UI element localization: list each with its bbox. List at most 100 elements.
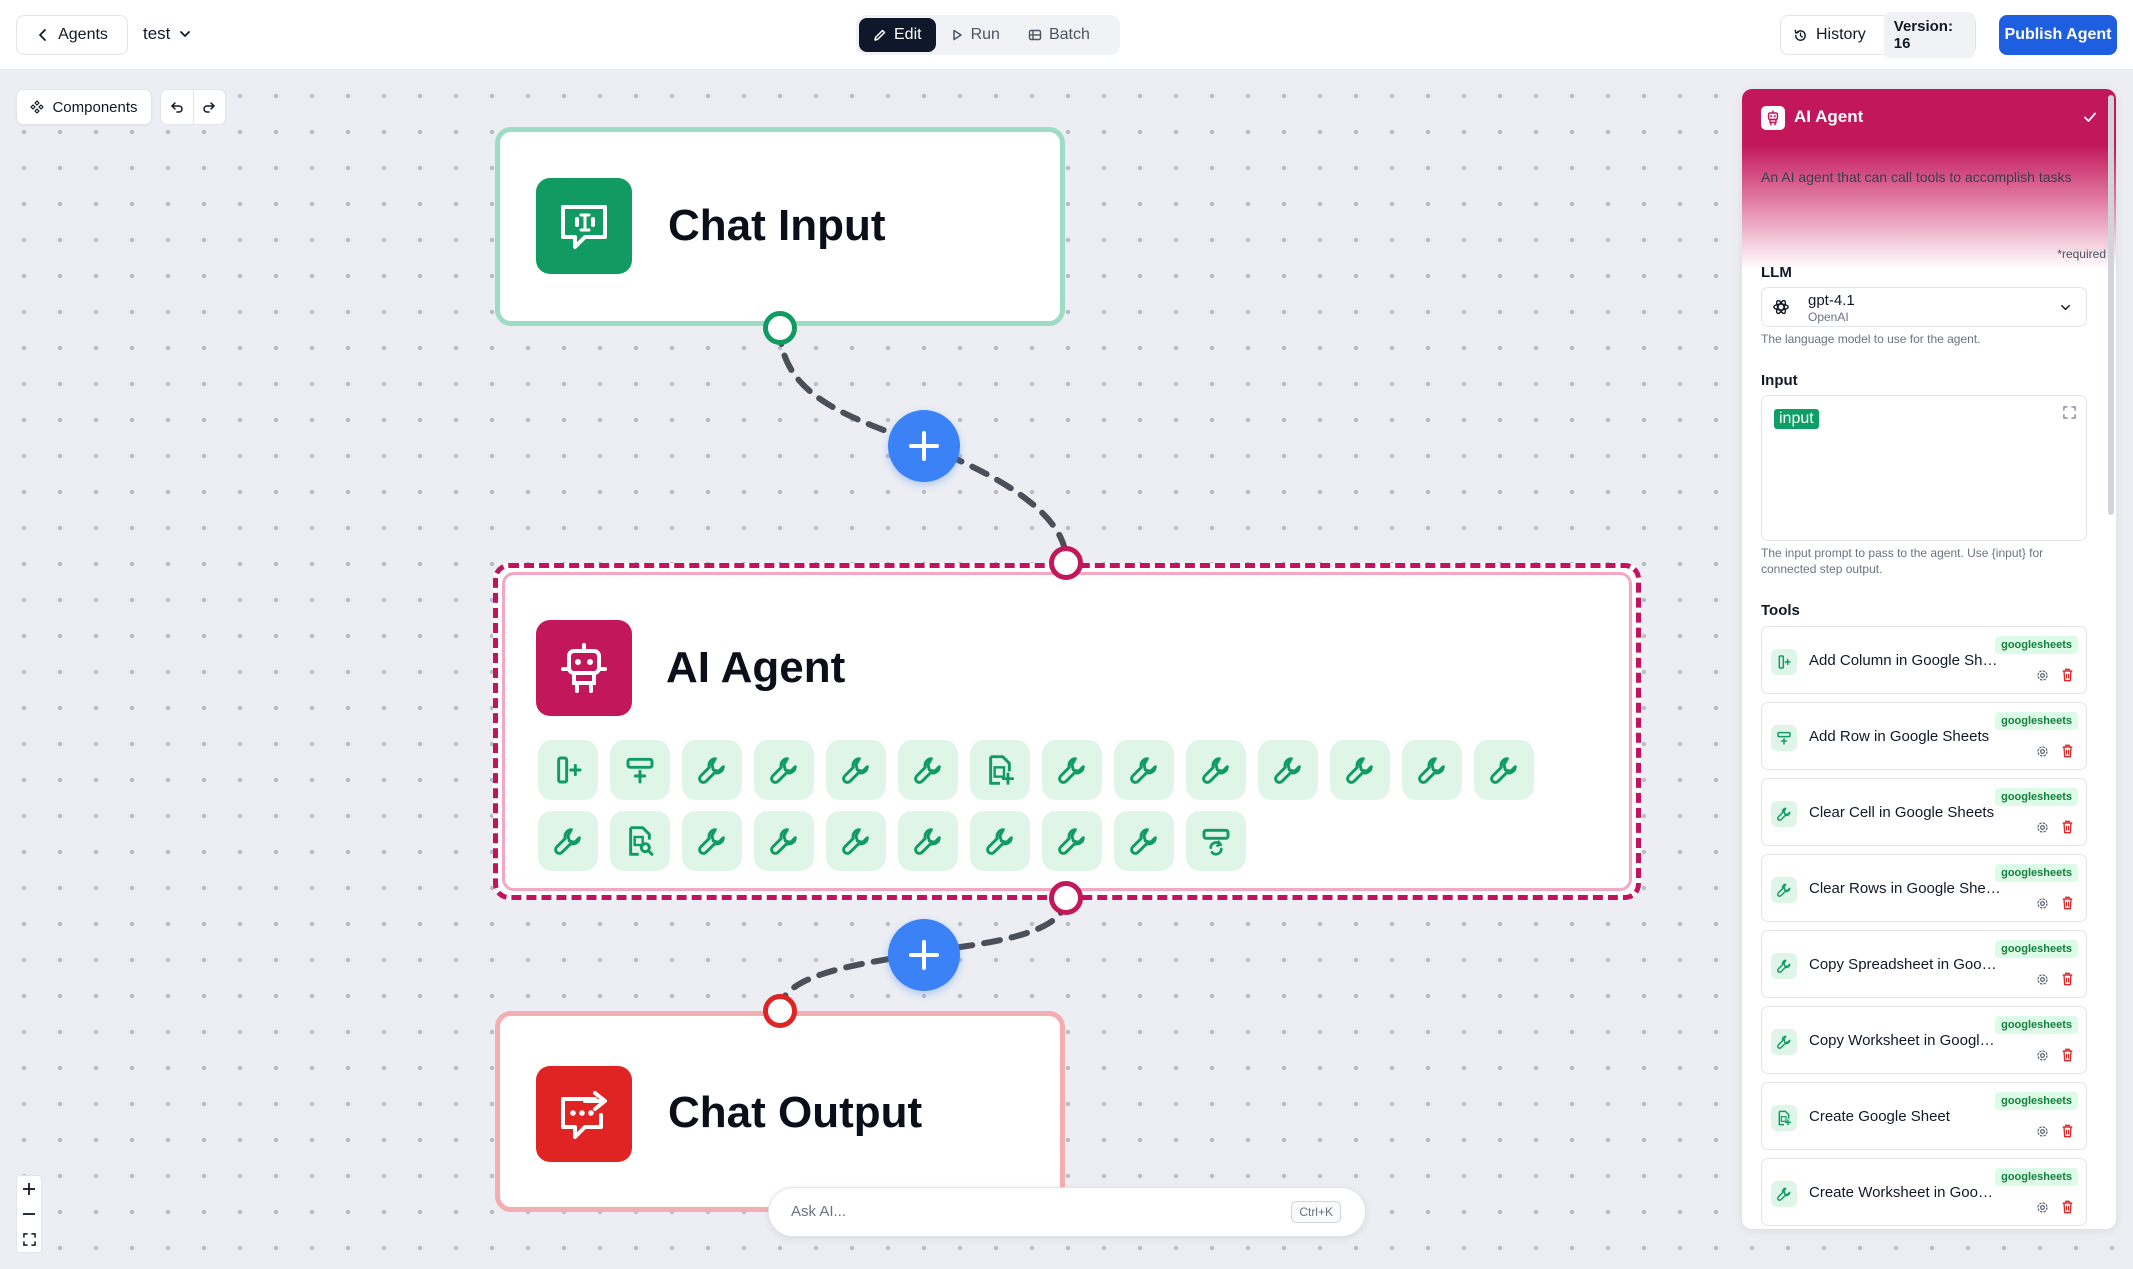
agent-tool-chip[interactable] xyxy=(1402,740,1462,800)
chevron-left-icon xyxy=(36,28,50,42)
tool-settings-button[interactable] xyxy=(2036,1125,2049,1138)
redo-button[interactable] xyxy=(194,90,226,124)
node-ai-agent[interactable]: AI Agent xyxy=(493,563,1641,900)
tool-card[interactable]: Copy Spreadsheet in Google Sheetsgoogles… xyxy=(1761,930,2087,998)
tab-run[interactable]: Run xyxy=(936,18,1014,52)
trash-icon xyxy=(2061,896,2074,910)
agent-tool-chip[interactable] xyxy=(898,740,958,800)
add-step-button[interactable] xyxy=(888,919,960,991)
wrench-icon xyxy=(768,754,800,786)
chat-input-icon xyxy=(536,178,632,274)
mode-tabs: Edit Run Batch xyxy=(856,15,1120,55)
node-chat-output[interactable]: Chat Output xyxy=(495,1011,1065,1212)
back-to-agents-button[interactable]: Agents xyxy=(16,15,128,55)
history-label: History xyxy=(1816,26,1866,43)
tool-delete-button[interactable] xyxy=(2061,820,2074,834)
chat-input-output-port[interactable] xyxy=(763,311,797,345)
input-variable-token[interactable]: input xyxy=(1774,409,1819,429)
agent-tool-chip[interactable] xyxy=(1042,740,1102,800)
node-title: Chat Input xyxy=(668,201,886,250)
input-prompt-field[interactable]: input xyxy=(1761,395,2087,541)
tool-delete-button[interactable] xyxy=(2061,1048,2074,1062)
tool-delete-button[interactable] xyxy=(2061,896,2074,910)
create-sheet-icon xyxy=(984,754,1016,786)
agent-tool-chip[interactable] xyxy=(826,811,886,871)
tool-card-label: Clear Rows in Google Sheets xyxy=(1809,880,2001,897)
agent-tool-chip[interactable] xyxy=(538,811,598,871)
agent-tool-chip[interactable] xyxy=(682,811,742,871)
tool-card[interactable]: Create Worksheet in Google Sheetsgoogles… xyxy=(1761,1158,2087,1226)
wrench-icon xyxy=(1771,877,1797,903)
zoom-in-button[interactable] xyxy=(17,1176,41,1201)
check-icon xyxy=(2082,109,2098,125)
tool-delete-button[interactable] xyxy=(2061,1124,2074,1138)
zoom-out-button[interactable] xyxy=(17,1201,41,1226)
agent-tool-chip[interactable] xyxy=(754,811,814,871)
tool-provider-badge: googlesheets xyxy=(1995,1092,2078,1110)
agent-tool-chip[interactable] xyxy=(1114,811,1174,871)
fit-view-button[interactable] xyxy=(17,1227,41,1252)
publish-agent-button[interactable]: Publish Agent xyxy=(1999,15,2117,55)
agent-tool-chip[interactable] xyxy=(1330,740,1390,800)
agent-tool-chip[interactable] xyxy=(1186,811,1246,871)
tool-settings-button[interactable] xyxy=(2036,973,2049,986)
tool-settings-button[interactable] xyxy=(2036,897,2049,910)
agent-tool-chip[interactable] xyxy=(754,740,814,800)
tool-delete-button[interactable] xyxy=(2061,1200,2074,1214)
agent-tool-chip[interactable] xyxy=(682,740,742,800)
find-sheet-icon xyxy=(624,825,656,857)
tool-settings-button[interactable] xyxy=(2036,821,2049,834)
undo-button[interactable] xyxy=(161,90,194,124)
ai-agent-output-port[interactable] xyxy=(1049,881,1083,915)
agent-tool-chip[interactable] xyxy=(898,811,958,871)
tool-settings-button[interactable] xyxy=(2036,1201,2049,1214)
wrench-icon xyxy=(1200,754,1232,786)
ask-ai-placeholder: Ask AI... xyxy=(791,1203,847,1220)
history-button[interactable]: History Version: 16 xyxy=(1780,12,1976,58)
tool-settings-button[interactable] xyxy=(2036,1049,2049,1062)
tool-delete-button[interactable] xyxy=(2061,744,2074,758)
llm-select[interactable]: gpt-4.1 OpenAI xyxy=(1761,287,2087,327)
tool-delete-button[interactable] xyxy=(2061,668,2074,682)
components-button[interactable]: Components xyxy=(16,89,152,125)
add-step-button[interactable] xyxy=(888,410,960,482)
chat-output-input-port[interactable] xyxy=(763,994,797,1028)
tab-edit[interactable]: Edit xyxy=(859,18,936,52)
panel-title-input[interactable]: AI Agent xyxy=(1794,107,1864,126)
agent-tool-chip[interactable] xyxy=(970,740,1030,800)
wrench-icon xyxy=(552,825,584,857)
expand-icon[interactable] xyxy=(2063,406,2076,419)
ai-agent-input-port[interactable] xyxy=(1049,546,1083,580)
agent-tool-chip[interactable] xyxy=(538,740,598,800)
agent-tool-chip[interactable] xyxy=(1474,740,1534,800)
agent-tool-chip[interactable] xyxy=(610,740,670,800)
project-name-dropdown[interactable]: test xyxy=(143,24,192,44)
tool-delete-button[interactable] xyxy=(2061,972,2074,986)
wrench-icon xyxy=(912,754,944,786)
play-icon xyxy=(950,28,964,42)
trash-icon xyxy=(2061,744,2074,758)
back-button-label: Agents xyxy=(58,26,108,43)
agent-tool-chip[interactable] xyxy=(1114,740,1174,800)
panel-description: An AI agent that can call tools to accom… xyxy=(1761,169,2072,185)
agent-tool-chip[interactable] xyxy=(1186,740,1246,800)
node-chat-input[interactable]: Chat Input xyxy=(495,127,1065,326)
agent-tool-chip[interactable] xyxy=(826,740,886,800)
agent-tool-chip[interactable] xyxy=(610,811,670,871)
tab-batch[interactable]: Batch xyxy=(1014,18,1104,52)
tool-settings-button[interactable] xyxy=(2036,745,2049,758)
panel-scrollbar[interactable] xyxy=(2108,95,2114,515)
agent-tool-chip[interactable] xyxy=(1258,740,1318,800)
tool-settings-button[interactable] xyxy=(2036,669,2049,682)
agent-tool-chip[interactable] xyxy=(970,811,1030,871)
ask-ai-input[interactable]: Ask AI... Ctrl+K xyxy=(768,1187,1366,1237)
llm-label: LLM xyxy=(1761,264,1792,281)
agent-tool-chip[interactable] xyxy=(1042,811,1102,871)
confirm-title-button[interactable] xyxy=(2082,109,2098,125)
tool-card[interactable]: Copy Worksheet in Google Sheetsgoogleshe… xyxy=(1761,1006,2087,1074)
